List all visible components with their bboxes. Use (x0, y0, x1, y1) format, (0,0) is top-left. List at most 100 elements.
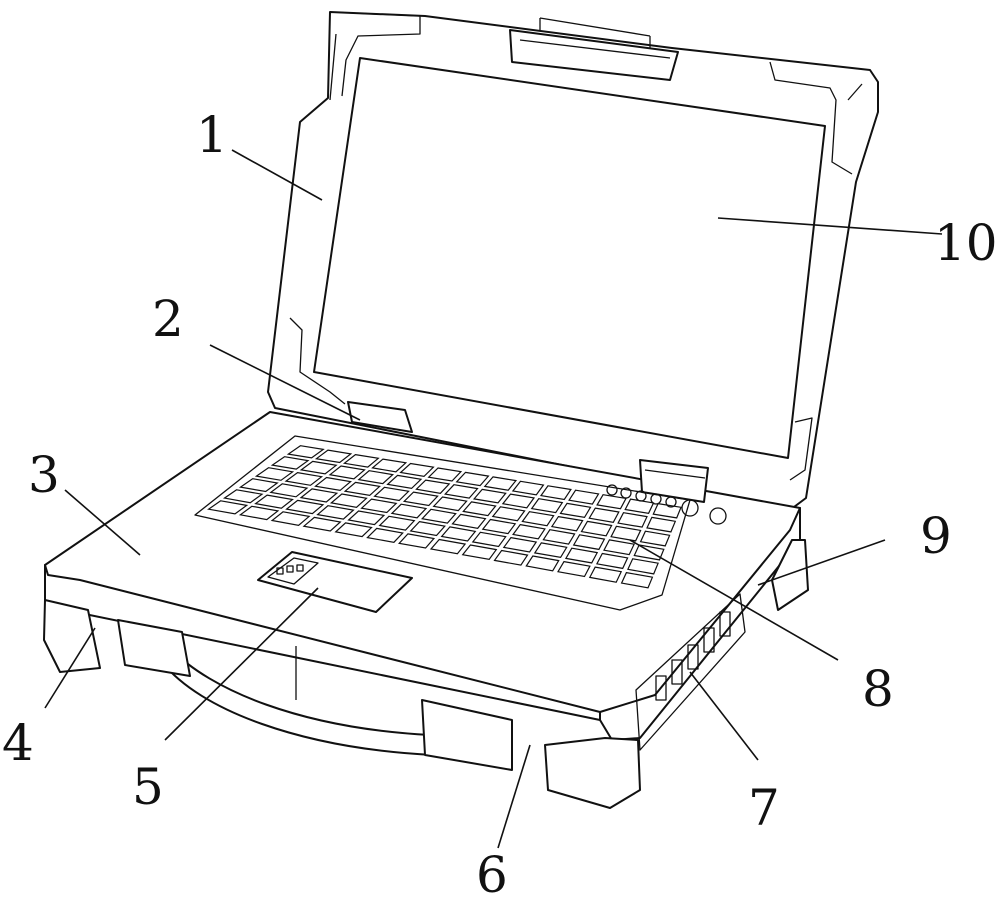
touchpad (257, 551, 413, 613)
keyboard-key (334, 522, 373, 538)
keyboard-key (399, 462, 435, 478)
keyboard-key (207, 500, 249, 515)
keyboard-key (610, 525, 642, 542)
keyboard-key (402, 491, 439, 507)
keyboard-key (530, 498, 564, 514)
keyboard-key (299, 460, 338, 475)
keyboard-key (472, 488, 507, 504)
label-1: 1 (196, 106, 228, 164)
keyboard-key (491, 506, 526, 522)
keyboard-key (461, 544, 498, 561)
keyboard-key (427, 467, 463, 482)
keyboard-key (390, 503, 428, 519)
keyboard-key (440, 526, 477, 542)
status-buttons (606, 484, 727, 525)
keyboard-key (429, 538, 467, 555)
keyboard (194, 435, 691, 611)
keyboard-key (328, 465, 366, 480)
keyboard-key (501, 493, 536, 509)
label-3: 3 (28, 446, 60, 504)
keyboard-key (572, 534, 606, 551)
keyboard-key (595, 552, 629, 570)
keyboard-key (222, 489, 264, 504)
keyboard-key (286, 445, 325, 459)
carry-handle (117, 619, 513, 771)
keyboard-key (451, 513, 487, 529)
keyboard-key (620, 571, 654, 589)
keyboard-key (483, 476, 518, 491)
right-side-bumper (771, 539, 809, 611)
keyboard-key (542, 529, 576, 545)
keyboard-key (580, 520, 613, 537)
keyboard-key (299, 488, 339, 503)
label-5: 5 (132, 758, 164, 816)
label-9: 9 (920, 507, 952, 565)
keyboard-key (415, 479, 451, 494)
keyboard-key (564, 547, 599, 564)
keyboard-key (343, 481, 381, 497)
keyboard-key (646, 516, 677, 533)
keyboard-key (386, 474, 423, 490)
keyboard-key (639, 530, 671, 547)
label-7: 7 (748, 779, 780, 837)
keyboard-key (559, 502, 592, 519)
keyboard-key (398, 533, 436, 549)
keyboard-key (270, 511, 311, 526)
keyboard-key (617, 512, 648, 528)
keyboard-key (238, 478, 279, 493)
keyboard-key (371, 458, 408, 473)
keyboard-key (525, 555, 560, 572)
keyboard-key (462, 501, 497, 517)
keyboard-key (455, 471, 490, 487)
keyboard-key (443, 484, 479, 499)
keyboard-key (568, 489, 600, 505)
label-8: 8 (862, 660, 894, 718)
keyboard-key (603, 539, 635, 556)
keyboard-key (502, 536, 538, 553)
keyboard-key (378, 515, 416, 531)
keyboard-key (347, 510, 386, 526)
keyboard-key (627, 558, 659, 575)
keyboard-key (533, 542, 568, 559)
keyboard-key (366, 527, 404, 543)
keyboard-key (493, 549, 529, 566)
keyboard-key (314, 476, 352, 492)
label-2: 2 (152, 290, 184, 348)
keyboard-key (588, 507, 620, 523)
keyboard-key (481, 518, 517, 535)
keyboard-key (342, 453, 380, 468)
base-top-deck (44, 411, 801, 741)
keyboard-key (512, 523, 546, 540)
keyboard-key (314, 449, 353, 464)
keyboard-key (471, 531, 507, 548)
keyboard-key (254, 467, 295, 481)
label-10: 10 (934, 214, 998, 272)
keyboard-key (316, 505, 355, 520)
part-labels: 1 10 2 3 9 8 4 5 7 6 (2, 106, 998, 898)
keyboard-key (521, 511, 555, 527)
keyboard-key (270, 456, 310, 470)
keyboard-key (285, 499, 325, 515)
keyboard-key (254, 494, 294, 509)
keyboard-key (539, 485, 572, 501)
keyboard-key (302, 516, 342, 532)
keyboard-key (409, 520, 446, 537)
keyboard-key (238, 505, 280, 521)
lid (267, 11, 879, 511)
keyboard-key (360, 498, 398, 514)
keyboard-key (329, 493, 368, 508)
keyboard-key (432, 496, 468, 512)
keyboard-key (357, 470, 395, 485)
keyboard-key (373, 486, 410, 502)
screen (313, 57, 826, 459)
keyboard-key (633, 544, 665, 561)
keyboard-key (269, 483, 309, 498)
leader-lines (44, 149, 943, 849)
keyboard-key (511, 480, 545, 496)
keyboard-key (624, 498, 655, 514)
hinges (347, 401, 709, 503)
keyboard-key (588, 566, 623, 583)
keyboard-key (557, 560, 591, 578)
front-right-bumper (544, 737, 641, 809)
